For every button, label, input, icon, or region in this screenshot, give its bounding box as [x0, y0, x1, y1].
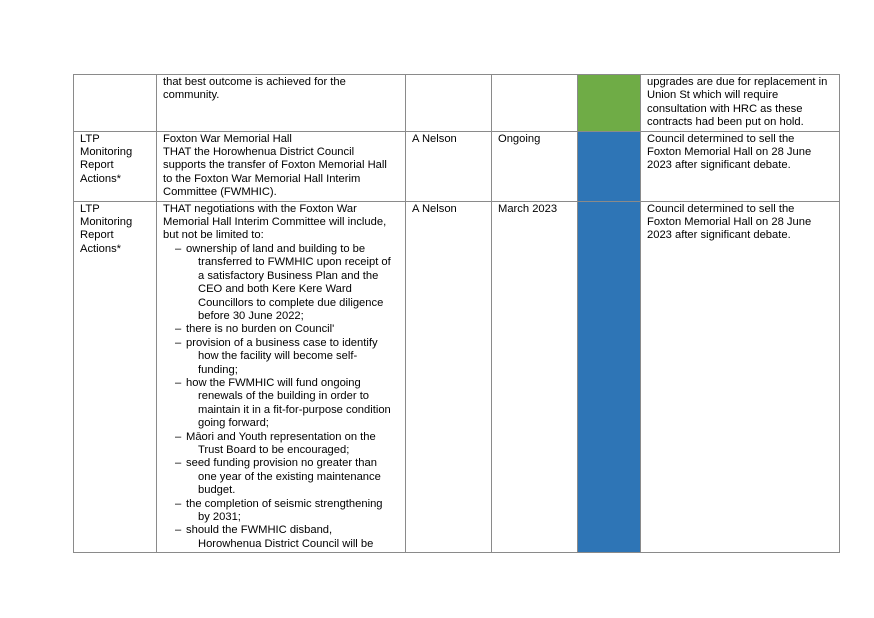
action-line: Memorial Hall Interim Committee will inc…	[163, 216, 387, 229]
status-cell-blue	[577, 200, 641, 554]
condition-text: the completion of seismic strengthening	[186, 497, 383, 510]
action-line: to the Foxton War Memorial Hall Interim	[163, 172, 361, 185]
owner-cell: A Nelson	[405, 130, 492, 202]
action-line: but not be limited to:	[163, 229, 264, 242]
condition-line: –there is no burden on Council'	[175, 323, 401, 336]
comment-line: 2023 after significant debate.	[647, 229, 791, 242]
comment-cell: Council determined to sell the Foxton Me…	[640, 200, 840, 554]
category-line: Monitoring	[80, 216, 133, 229]
condition-line: –should the FWMHIC disband,	[175, 524, 401, 537]
action-line: that best outcome is achieved for the	[163, 76, 346, 88]
timeframe-cell	[491, 74, 578, 132]
timeframe-cell: March 2023	[491, 200, 578, 554]
category-line: LTP	[80, 132, 100, 145]
condition-item: –should the FWMHIC disband,Horowhenua Di…	[175, 524, 401, 551]
condition-line: Councillors to complete due diligence	[198, 296, 384, 309]
dash-bullet-icon: –	[175, 524, 182, 537]
category-cell: LTP Monitoring Report Actions*	[73, 130, 157, 202]
condition-line: Horowhenua District Council will be	[198, 537, 374, 550]
dash-bullet-icon: –	[175, 497, 182, 510]
action-cell: THAT negotiations with the Foxton War Me…	[156, 200, 406, 554]
table-row: LTP Monitoring Report Actions* Foxton Wa…	[73, 130, 840, 202]
category-line: LTP	[80, 202, 100, 215]
condition-text: ownership of land and building to be	[186, 242, 366, 255]
comment-cell: Council determined to sell the Foxton Me…	[640, 130, 840, 202]
condition-line: transferred to FWMHIC upon receipt of	[198, 256, 391, 269]
condition-line: –how the FWMHIC will fund ongoing	[175, 377, 401, 390]
condition-text: Māori and Youth representation on the	[186, 430, 376, 443]
condition-line: funding;	[198, 363, 238, 376]
category-cell	[73, 74, 157, 132]
action-line: THAT the Horowhenua District Council	[163, 146, 355, 159]
category-cell: LTP Monitoring Report Actions*	[73, 200, 157, 554]
condition-line: by 2031;	[198, 511, 241, 523]
category-line: Actions*	[80, 172, 122, 185]
action-line: THAT negotiations with the Foxton War	[163, 202, 357, 215]
status-cell-blue	[577, 130, 641, 202]
action-line: Committee (FWMHIC).	[163, 186, 277, 199]
condition-line: –Māori and Youth representation on the	[175, 431, 401, 444]
action-line: supports the transfer of Foxton Memorial…	[163, 159, 387, 172]
category-line: Monitoring	[80, 146, 133, 159]
action-line: Foxton War Memorial Hall	[163, 132, 292, 145]
category-line: Report	[80, 159, 114, 172]
condition-item: –there is no burden on Council'	[175, 323, 401, 336]
category-line: Actions*	[80, 242, 122, 255]
condition-line: budget.	[198, 484, 236, 497]
table-row: that best outcome is achieved for the co…	[73, 74, 840, 132]
condition-item: –the completion of seismic strengthening…	[175, 498, 401, 525]
condition-line: CEO and both Kere Kere Ward	[198, 283, 352, 296]
condition-line: –provision of a business case to identif…	[175, 337, 401, 350]
action-cell: that best outcome is achieved for the co…	[156, 74, 406, 132]
comment-line: Council determined to sell the	[647, 132, 795, 145]
condition-text: provision of a business case to identify	[186, 336, 378, 349]
comment-line: upgrades are due for replacement in	[647, 76, 828, 88]
comment-line: Foxton Memorial Hall on 28 June	[647, 146, 812, 159]
condition-line: maintain it in a fit-for-purpose conditi…	[198, 403, 391, 416]
table-row: LTP Monitoring Report Actions* THAT nego…	[73, 200, 840, 554]
owner-cell: A Nelson	[405, 200, 492, 554]
condition-text: how the FWMHIC will fund ongoing	[186, 376, 361, 389]
dash-bullet-icon: –	[175, 323, 182, 336]
condition-line: –seed funding provision no greater than	[175, 457, 401, 470]
dash-bullet-icon: –	[175, 430, 182, 443]
dash-bullet-icon: –	[175, 376, 182, 389]
action-cell: Foxton War Memorial Hall THAT the Horowh…	[156, 130, 406, 202]
condition-item: –provision of a business case to identif…	[175, 337, 401, 377]
dash-bullet-icon: –	[175, 242, 182, 255]
comment-cell: upgrades are due for replacement in Unio…	[640, 74, 840, 132]
action-line: community.	[163, 89, 220, 102]
condition-line: how the facility will become self-	[198, 350, 358, 363]
comment-line: Union St which will require	[647, 89, 779, 102]
timeframe-cell: Ongoing	[491, 130, 578, 202]
condition-line: before 30 June 2022;	[198, 309, 304, 322]
dash-bullet-icon: –	[175, 457, 182, 470]
comment-line: Council determined to sell the	[647, 202, 795, 215]
category-line: Report	[80, 229, 114, 242]
comment-line: consultation with HRC as these	[647, 102, 803, 115]
condition-line: –ownership of land and building to be	[175, 243, 401, 256]
condition-line: Trust Board to be encouraged;	[198, 443, 350, 456]
status-cell-green	[577, 74, 641, 132]
condition-text: there is no burden on Council'	[186, 323, 335, 336]
condition-text: seed funding provision no greater than	[186, 457, 377, 470]
comment-line: 2023 after significant debate.	[647, 159, 791, 172]
condition-line: one year of the existing maintenance	[198, 470, 381, 483]
condition-line: going forward;	[198, 417, 269, 430]
condition-line: renewals of the building in order to	[198, 390, 370, 403]
comment-line: contracts had been put on hold.	[647, 116, 804, 129]
actions-table: that best outcome is achieved for the co…	[73, 74, 840, 554]
condition-line: –the completion of seismic strengthening	[175, 498, 401, 511]
dash-bullet-icon: –	[175, 336, 182, 349]
comment-line: Foxton Memorial Hall on 28 June	[647, 216, 812, 229]
condition-text: should the FWMHIC disband,	[186, 524, 333, 537]
condition-line: a satisfactory Business Plan and the	[198, 269, 379, 282]
owner-cell	[405, 74, 492, 132]
